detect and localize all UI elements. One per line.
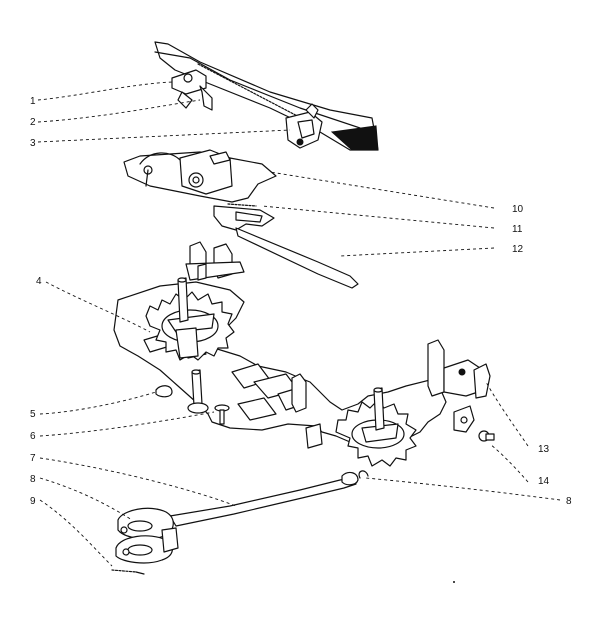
arm-shadow [330, 125, 379, 151]
part-13-bracket [427, 339, 491, 433]
label-1: 1 [30, 96, 36, 107]
label-8-right: 8 [566, 496, 572, 507]
label-3: 3 [30, 138, 36, 149]
label-12: 12 [512, 244, 524, 255]
part-5-washer [155, 385, 173, 398]
leader-lines [37, 81, 561, 567]
lower-linkage [111, 470, 369, 575]
label-4: 4 [36, 276, 42, 287]
right-sprocket-gear [335, 387, 417, 467]
main-chassis [113, 241, 495, 467]
part-6-screw [214, 404, 230, 425]
label-9: 9 [30, 496, 36, 507]
part-8-cam-plates [115, 507, 179, 564]
part-11-spring [227, 203, 257, 207]
label-10: 10 [512, 204, 524, 215]
label-13: 13 [538, 444, 550, 455]
part-3-clip [285, 103, 323, 149]
top-bracket-assembly [154, 41, 379, 151]
part-14-pin [478, 430, 495, 442]
left-sprocket-gear [145, 277, 235, 361]
label-8-left: 8 [30, 474, 36, 485]
middle-lever-assembly [123, 149, 359, 289]
label-7: 7 [30, 453, 36, 464]
spring-rod [197, 63, 306, 121]
part-7-rod [169, 477, 357, 527]
label-6: 6 [30, 431, 36, 442]
part-9-spring [111, 569, 137, 573]
part-labels: 1 2 3 10 11 12 4 5 6 13 14 7 8 8 9 [30, 96, 572, 507]
label-14: 14 [538, 476, 550, 487]
part-8-clip-right [358, 470, 369, 479]
stray-dot [453, 581, 455, 583]
label-2: 2 [30, 117, 36, 128]
label-5: 5 [30, 409, 36, 420]
part-1-bracket [171, 69, 213, 111]
label-11: 11 [512, 224, 523, 235]
